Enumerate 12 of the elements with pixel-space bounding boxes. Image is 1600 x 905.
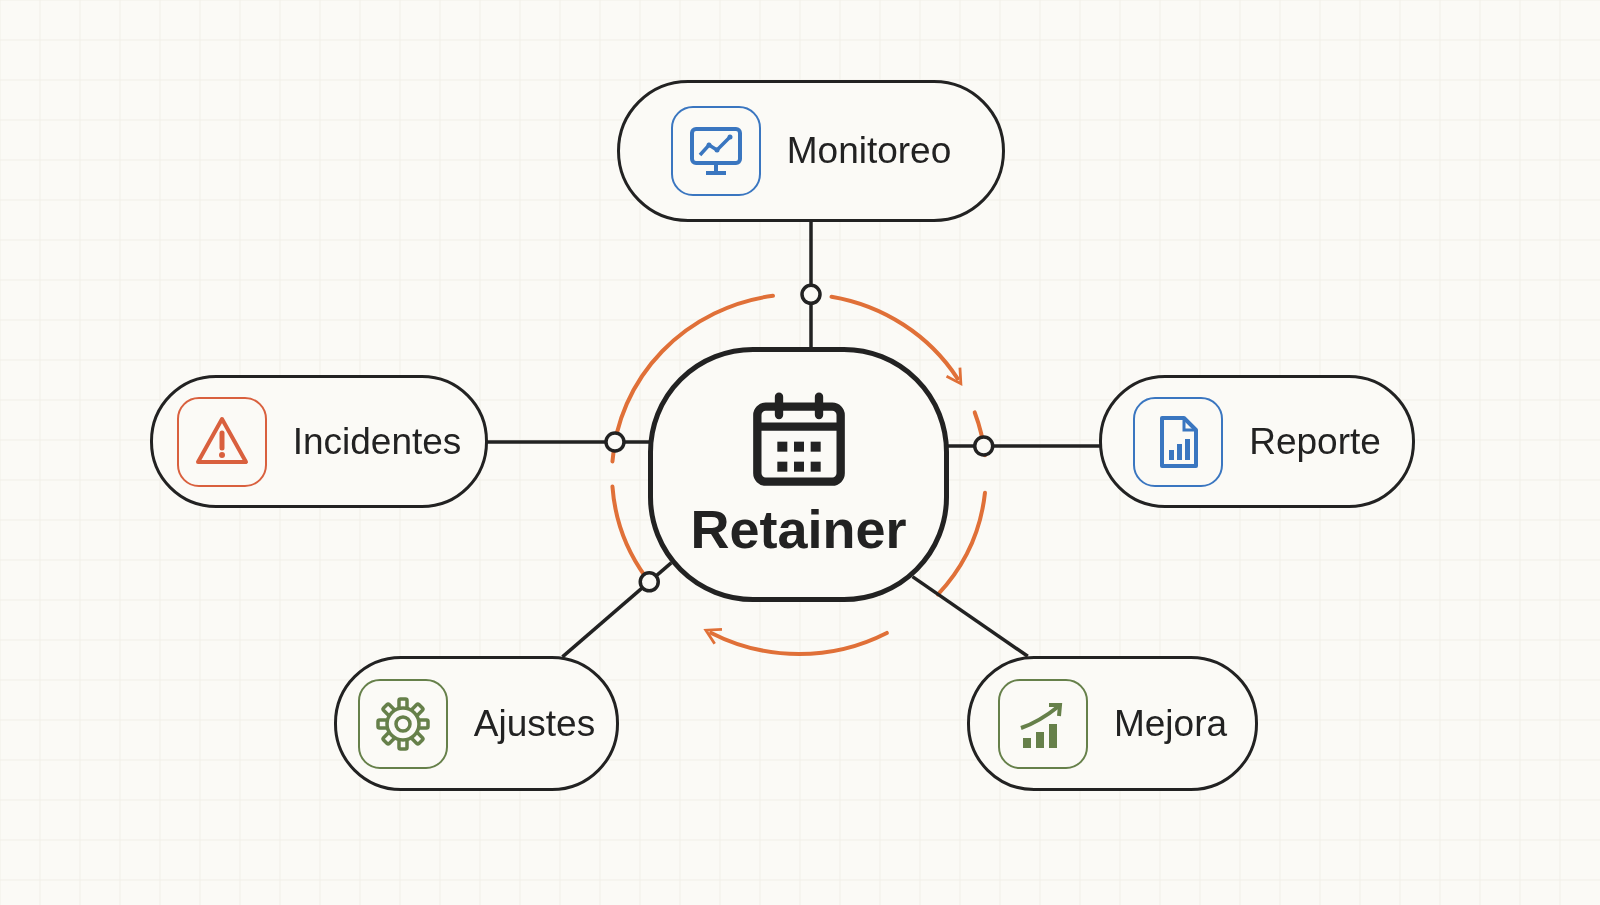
topic-label: Reporte [1249,420,1381,463]
connector-line [947,444,1101,448]
hub-box [648,347,949,602]
connector-line [486,440,650,444]
topic-label: Retainer [690,497,907,560]
connector-line [809,222,813,349]
topic-label: Mejora [1113,702,1228,745]
topic-label: Monitoreo [786,130,952,172]
topic-label: Ajustes [473,702,596,745]
connector-line [561,561,673,659]
topic-label: Incidentes [292,420,462,463]
connector-line [911,575,1029,658]
